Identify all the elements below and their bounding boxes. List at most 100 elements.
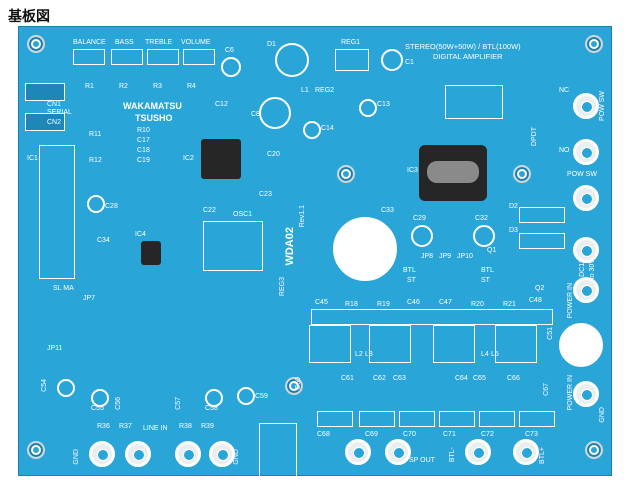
pow-sw-jack-low <box>573 185 599 211</box>
l1-label: L1 <box>301 87 309 94</box>
cn2-connector <box>25 113 65 131</box>
output-filter-row <box>311 309 553 325</box>
st-label-right: ST <box>481 277 490 284</box>
maker-name-line1: WAKAMATSU <box>123 101 182 111</box>
c28-label: C28 <box>105 203 118 210</box>
reg2-label: REG2 <box>315 87 335 94</box>
l4-label: L4 <box>481 351 489 358</box>
c60-label: C60 <box>295 377 302 390</box>
balance-label: BALANCE <box>73 39 106 46</box>
c14-label: C14 <box>321 125 334 132</box>
c55-label: C55 <box>91 405 104 412</box>
r3-label: R3 <box>153 83 162 90</box>
c48-label: C48 <box>529 297 542 304</box>
l3-label: L3 <box>365 351 373 358</box>
c1-label: C1 <box>405 59 414 66</box>
power-in-label-1: POWER IN <box>567 283 574 319</box>
c14-capacitor <box>303 121 321 139</box>
c13-label: C13 <box>377 101 390 108</box>
c55-capacitor <box>91 389 109 407</box>
line-in-label: LINE IN <box>143 425 168 432</box>
pot-footprint-bass <box>111 49 143 65</box>
c51-capacitor <box>559 323 603 367</box>
c68-footprint <box>317 411 353 427</box>
cn1-label: CN1 <box>47 101 62 108</box>
c71-footprint <box>439 411 475 427</box>
c20-label: C20 <box>267 151 280 158</box>
c12-label: C12 <box>215 101 228 108</box>
line-in-jack-2 <box>125 441 151 467</box>
board-revision: Rev1.1 <box>299 205 306 228</box>
c1-capacitor <box>381 49 403 71</box>
nc-label: NC <box>559 87 570 94</box>
mount-hole-middle-right <box>513 165 531 183</box>
d3-diode <box>519 233 565 249</box>
sp-out-jack-2 <box>385 439 411 465</box>
sp-out-jack-1 <box>345 439 371 465</box>
cn1-connector <box>25 83 65 101</box>
btl-label-right: BTL <box>481 267 494 274</box>
c46-label: C46 <box>407 299 420 306</box>
btl-minus-label: BTL- <box>449 447 456 463</box>
c6-capacitor <box>221 57 241 77</box>
l4-inductor <box>433 325 475 363</box>
c71-label: C71 <box>443 431 456 438</box>
bass-label: BASS <box>115 39 134 46</box>
ic4-chip <box>141 241 161 265</box>
c23-label: C23 <box>259 191 272 198</box>
l2-inductor <box>309 325 351 363</box>
c8-label: C8 <box>251 111 260 118</box>
maker-name-line2: TSUSHO <box>135 113 173 123</box>
l5-inductor <box>495 325 537 363</box>
c72-label: C72 <box>481 431 494 438</box>
pow-sw-label-mid: POW SW <box>567 171 597 178</box>
jumper-block <box>445 85 503 119</box>
c59-capacitor <box>237 387 255 405</box>
l3-inductor <box>369 325 411 363</box>
pow-sw-label-top: POW SW <box>599 91 606 121</box>
c69-label: C69 <box>365 431 378 438</box>
gnd-label-left: GND <box>73 449 80 465</box>
c73-footprint <box>519 411 555 427</box>
dc-in-jack <box>573 237 599 263</box>
c28-capacitor <box>87 195 105 213</box>
c67-label: C67 <box>543 383 550 396</box>
r2-label: R2 <box>119 83 128 90</box>
c69-footprint <box>359 411 395 427</box>
serial-label: SERIAL <box>47 109 72 116</box>
c73-label: C73 <box>525 431 538 438</box>
q2-label: Q2 <box>535 285 545 292</box>
pcb-board: BALANCE BASS TREBLE VOLUME R1 R2 R3 R4 C… <box>18 26 612 476</box>
jp9-label: JP9 <box>439 253 452 260</box>
ic2-chip <box>201 139 241 179</box>
jp8-label: JP8 <box>421 253 434 260</box>
dc-in-label1: DC12 <box>579 259 586 277</box>
q1-label: Q1 <box>487 247 497 254</box>
board-name: WDA02 <box>284 227 296 266</box>
gnd-label-mid: GND <box>233 449 240 465</box>
product-line1: STEREO(50W+50W) / BTL(100W) <box>405 42 521 51</box>
mount-hole-bottom-left <box>27 441 45 459</box>
volume-label: VOLUME <box>181 39 211 46</box>
c19-label: C19 <box>137 157 150 164</box>
line-in-jack-3 <box>175 441 201 467</box>
l1-inductor <box>275 43 309 77</box>
c32-capacitor <box>473 225 495 247</box>
dc-in-label2: to 30V <box>589 259 596 280</box>
c59-label: C59 <box>255 393 268 400</box>
ic3-heatsink-window <box>427 161 479 183</box>
r19-label: R19 <box>377 301 390 308</box>
r12-label: R12 <box>89 157 102 164</box>
reg1-label: REG1 <box>341 39 361 46</box>
dpdt-label: DPDT <box>531 127 538 147</box>
r39-label: R39 <box>201 423 214 430</box>
line-in-jack-4 <box>209 441 235 467</box>
mount-hole-bottom-right <box>585 441 603 459</box>
c56-label: C56 <box>115 397 122 410</box>
d2-diode <box>519 207 565 223</box>
osc1-label: OSC1 <box>233 211 253 218</box>
c6-label: C6 <box>225 47 234 54</box>
r20-label: R20 <box>471 301 484 308</box>
ic3-label: IC3 <box>407 167 418 174</box>
ic1-label: IC1 <box>27 155 38 162</box>
